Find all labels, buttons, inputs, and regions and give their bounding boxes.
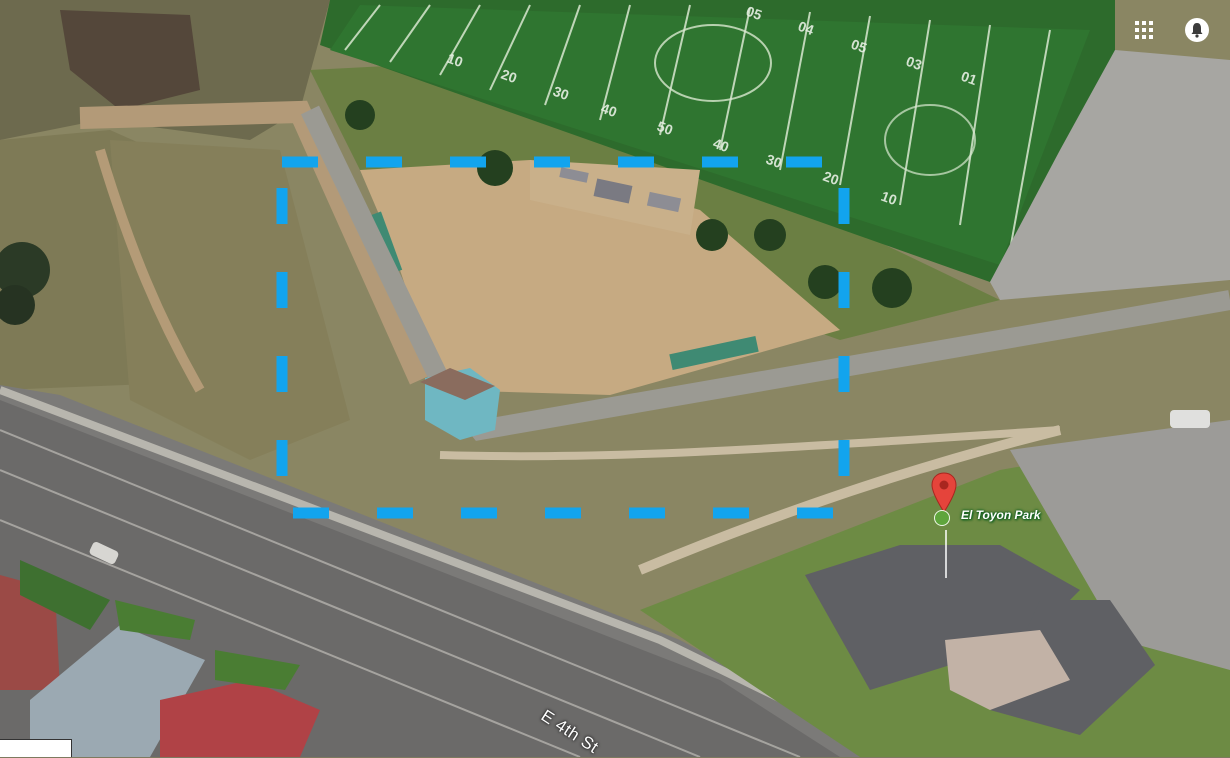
svg-text:50: 50 [655, 118, 675, 138]
svg-text:40: 40 [711, 135, 731, 155]
svg-text:01: 01 [959, 68, 979, 88]
svg-text:10: 10 [445, 50, 465, 70]
svg-text:03: 03 [904, 53, 924, 73]
svg-text:30: 30 [764, 151, 784, 171]
svg-text:05: 05 [744, 3, 764, 23]
map-pin-icon[interactable] [930, 472, 958, 514]
apps-grid-icon[interactable] [1130, 16, 1158, 44]
svg-text:20: 20 [499, 66, 519, 86]
map-corner-panel[interactable] [0, 739, 72, 757]
svg-text:30: 30 [551, 83, 571, 103]
notification-bell-icon[interactable] [1183, 16, 1211, 44]
park-icon [934, 510, 950, 526]
svg-text:10: 10 [879, 188, 899, 208]
svg-text:05: 05 [849, 36, 869, 56]
svg-text:04: 04 [796, 18, 816, 38]
svg-text:20: 20 [821, 168, 841, 188]
selection-rectangle[interactable] [276, 156, 850, 519]
place-label[interactable]: El Toyon Park [961, 508, 1041, 522]
svg-text:40: 40 [599, 100, 619, 120]
